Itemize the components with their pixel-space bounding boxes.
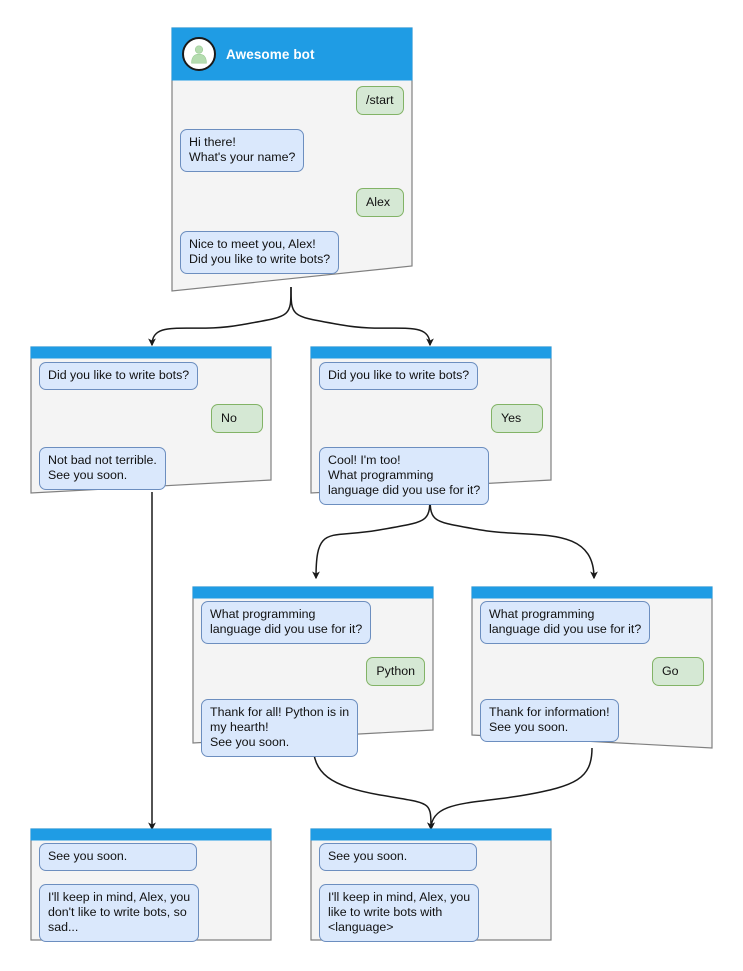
user-message-bubble[interactable]: Python (366, 657, 425, 686)
bot-message-bubble[interactable]: See you soon. (39, 843, 197, 871)
bot-message-bubble[interactable]: Nice to meet you, Alex! Did you like to … (180, 231, 340, 274)
bot-message-bubble[interactable]: I'll keep in mind, Alex, you don't like … (39, 884, 200, 942)
bot-message-bubble[interactable]: Did you like to write bots? (39, 362, 199, 390)
message-row: Did you like to write bots? (39, 362, 263, 390)
node-title-root: Awesome bot (226, 46, 315, 62)
message-row: What programming language did you use fo… (201, 601, 425, 644)
message-row: Did you like to write bots? (319, 362, 543, 390)
message-row: Not bad not terrible. See you soon. (39, 447, 263, 490)
user-message-bubble[interactable]: Go (652, 657, 704, 686)
user-message-bubble[interactable]: /start (356, 86, 404, 115)
bot-message-bubble[interactable]: Thank for all! Python is in my hearth! S… (201, 699, 359, 757)
bot-message-bubble[interactable]: Hi there! What's your name? (180, 129, 305, 172)
bot-message-bubble[interactable]: See you soon. (319, 843, 477, 871)
message-row: Thank for information! See you soon. (480, 699, 704, 742)
connector-root-to-no (148, 286, 292, 347)
node-titlebar-root: Awesome bot (172, 28, 412, 80)
message-row: I'll keep in mind, Alex, you don't like … (39, 884, 263, 942)
message-row: I'll keep in mind, Alex, you like to wri… (319, 884, 543, 942)
bot-message-bubble[interactable]: What programming language did you use fo… (201, 601, 372, 644)
chat-node-yes-branch[interactable]: Did you like to write bots? Yes Cool! I'… (310, 346, 552, 505)
connector-root-to-yes (290, 286, 434, 347)
chat-node-go-branch[interactable]: What programming language did you use fo… (471, 586, 713, 750)
message-row: Thank for all! Python is in my hearth! S… (201, 699, 425, 757)
chat-node-root[interactable]: Awesome bot /start Hi there! What's your… (171, 27, 413, 293)
person-avatar-icon (182, 37, 216, 71)
message-row: See you soon. (319, 843, 543, 871)
message-row: Cool! I'm too! What programming language… (319, 447, 543, 505)
user-message-bubble[interactable]: No (211, 404, 263, 433)
chat-node-python-branch[interactable]: What programming language did you use fo… (192, 586, 434, 757)
chat-node-end-sad[interactable]: See you soon. I'll keep in mind, Alex, y… (30, 828, 272, 942)
connector-yes-to-python (312, 491, 431, 580)
bot-message-bubble[interactable]: Not bad not terrible. See you soon. (39, 447, 166, 490)
connector-go-to-endhappy (427, 747, 593, 831)
message-row: What programming language did you use fo… (480, 601, 704, 644)
message-row: Hi there! What's your name? (180, 129, 404, 172)
message-row: Python (201, 657, 425, 686)
bot-message-bubble[interactable]: I'll keep in mind, Alex, you like to wri… (319, 884, 480, 942)
message-row: Yes (319, 404, 543, 433)
user-message-bubble[interactable]: Yes (491, 404, 543, 433)
message-row: No (39, 404, 263, 433)
message-row: Nice to meet you, Alex! Did you like to … (180, 231, 404, 274)
connector-python-to-endhappy (312, 742, 435, 831)
connector-yes-to-go (429, 491, 598, 580)
message-row: See you soon. (39, 843, 263, 871)
message-row: /start (180, 86, 404, 115)
message-row: Alex (180, 188, 404, 217)
bot-message-bubble[interactable]: Thank for information! See you soon. (480, 699, 619, 742)
bot-message-bubble[interactable]: What programming language did you use fo… (480, 601, 651, 644)
chat-node-end-happy[interactable]: See you soon. I'll keep in mind, Alex, y… (310, 828, 552, 942)
user-message-bubble[interactable]: Alex (356, 188, 404, 217)
bot-message-bubble[interactable]: Cool! I'm too! What programming language… (319, 447, 490, 505)
bot-message-bubble[interactable]: Did you like to write bots? (319, 362, 479, 390)
chat-node-no-branch[interactable]: Did you like to write bots? No Not bad n… (30, 346, 272, 495)
message-row: Go (480, 657, 704, 686)
